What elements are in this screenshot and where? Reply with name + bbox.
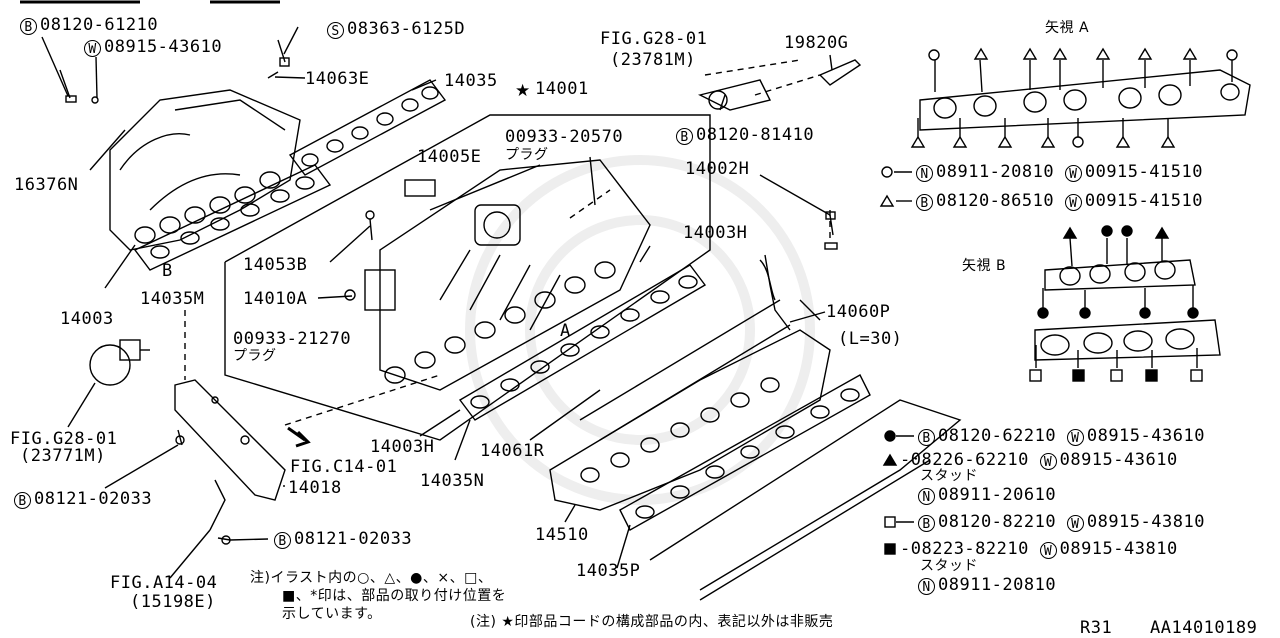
callout-fig-c14-01: FIG.C14-01 [290,457,398,477]
footer-diagram-code: AA14010189 [1150,618,1258,638]
callout-19820g: 19820G [784,33,849,53]
sensor-23771m [89,339,150,386]
svg-text:★: ★ [515,81,530,101]
assembly-14001-frame [224,114,711,441]
callout-plug-2: プラグ [233,348,277,364]
callout-14035m: 14035M [140,289,205,309]
bolt-b-symbol: B [676,128,693,145]
callout-14510: 14510 [535,525,589,545]
gasket-14035m [133,164,332,271]
bolt-b-symbol: B [20,18,37,35]
part-19820g [818,59,862,86]
screw-s-symbol: S [327,22,344,39]
view-a-gasket [917,59,1251,137]
callout-14061r: 14061R [480,441,545,461]
view-b-title: 矢視 B [962,258,1007,274]
callout-16376n: 16376N [14,175,79,195]
callout-14003h-top: 14003H [683,223,748,243]
callout-14010a: 14010A [243,289,308,309]
callout-fig-g28-01-a: FIG.G28-01 [600,29,708,49]
callout-14060p: 14060P [826,302,891,322]
intake-manifold-14510 [549,259,831,511]
callout-23771m: (23771M) [20,446,106,466]
intake-manifold-upper-left [109,89,301,251]
gasket-14035n [619,374,871,531]
intake-collector-14001 [344,159,651,391]
bolt-b-symbol: B [274,532,291,549]
callout-fig-a14-04: FIG.A14-04 [110,573,218,593]
bracket-14018 [174,379,286,545]
footer-model: R31 [1080,618,1113,638]
callout-14035p: 14035P [576,561,641,581]
sensor-23781m [697,79,772,111]
hose-14060p [764,254,791,331]
note-2: (注) ★印部品コードの構成部品の内、表記以外は非販売 [470,614,834,630]
callout-14003h-bottom: 14003H [370,437,435,457]
callout-14035: 14035 [444,71,498,91]
note-1-line-3: 示しています。 [282,606,382,622]
callout-14053b: 14053B [243,255,308,275]
callout-14002h: 14002H [685,159,750,179]
note-1-line-2: ■、*印は、部品の取り付け位置を [282,588,507,604]
view-a-title: 矢視 A [1045,20,1090,36]
bolt-b-symbol: B [14,492,31,509]
callout-fig-g28-01-b: FIG.G28-01 [10,429,118,449]
callout-00933-20570: 00933-20570 [505,127,624,147]
callout-14035n: 14035N [420,471,485,491]
callout-14001: 14001 [535,79,589,99]
callout-plug-1: プラグ [505,147,549,163]
callout-14063e: 14063E [305,69,370,89]
callout-14018: 14018 [288,478,342,498]
legend-stud-label-2: スタッド [920,558,978,574]
view-b-marker: B [162,261,173,281]
view-a-marker: A [560,321,571,341]
callout-00933-21270: 00933-21270 [233,329,352,349]
callout-15198e: (15198E) [130,592,216,612]
gasket-14003h [458,264,707,421]
callout-14005e: 14005E [417,147,482,167]
legend-stud-label-1: スタッド [920,468,978,484]
washer-w-symbol: W [84,40,101,57]
callout-14003: 14003 [60,309,114,329]
callout-23781m: (23781M) [610,50,696,70]
note-1-line-1: 注)イラスト内の○、△、●、×、□、 [250,570,493,586]
callout-l30: (L=30) [838,329,903,349]
view-b-gasket [1034,237,1221,368]
gasket-14035 [288,79,447,176]
